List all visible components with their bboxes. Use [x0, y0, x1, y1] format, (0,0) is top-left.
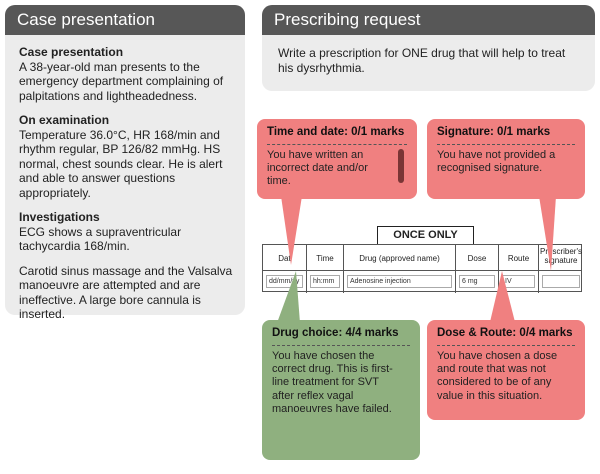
time-date-feedback: Time and date: 0/1 marks You have writte…: [257, 119, 417, 199]
drug-field[interactable]: Adenosine injection: [347, 275, 452, 288]
section-heading-investigations: Investigations: [19, 210, 100, 224]
time-column-header: Time: [316, 254, 334, 263]
signature-text: You have not provided a recognised signa…: [437, 149, 556, 175]
dose-route-text: You have chosen a dose and route that wa…: [437, 350, 558, 402]
signature-tail: [539, 196, 556, 271]
prescription-form: Dat dd/mm/yy Time hh:mm Drug (approved n…: [262, 244, 583, 293]
time-date-divider: [267, 144, 407, 145]
section-text-case: A 38-year-old man presents to the emerge…: [19, 59, 224, 103]
drug-column-header: Drug (approved name): [359, 254, 440, 263]
prescribing-request-header: Prescribing request: [262, 5, 595, 35]
route-column-header: Route: [507, 254, 530, 263]
dose-field[interactable]: 6 mg: [459, 275, 495, 288]
time-date-title: Time and date: 0/1 marks: [267, 126, 405, 138]
time-field[interactable]: hh:mm: [310, 275, 340, 288]
route-field[interactable]: IV: [502, 275, 535, 288]
case-presentation-header: Case presentation: [5, 5, 245, 35]
prescribing-request-text: Write a prescription for ONE drug that w…: [278, 46, 566, 75]
case-presentation-content: Case presentation A 38-year-old man pres…: [19, 45, 239, 332]
drug-choice-title: Drug choice: 4/4 marks: [272, 327, 399, 339]
form-row-divider: [263, 270, 581, 271]
drug-column: Drug (approved name) Adenosine injection: [344, 245, 456, 293]
signature-divider: [437, 144, 575, 145]
dose-route-feedback: Dose & Route: 0/4 marks You have chosen …: [427, 320, 585, 420]
time-column: Time hh:mm: [307, 245, 344, 293]
dose-column-header: Dose: [467, 254, 487, 263]
signature-column: Prescriber's signature: [539, 245, 583, 293]
time-date-text: You have written an incorrect date and/o…: [267, 149, 368, 188]
drug-choice-text: You have chosen the correct drug. This i…: [272, 350, 393, 415]
section-text-management: Carotid sinus massage and the Valsalva m…: [19, 263, 233, 322]
dose-route-title: Dose & Route: 0/4 marks: [437, 327, 573, 339]
time-date-tail: [281, 196, 302, 265]
signature-field[interactable]: [542, 275, 580, 288]
signature-column-header: Prescriber's signature: [540, 247, 582, 265]
section-heading-examination: On examination: [19, 113, 110, 127]
signature-title: Signature: 0/1 marks: [437, 126, 551, 138]
section-heading-case: Case presentation: [19, 45, 124, 59]
date-column-header: Dat: [278, 254, 291, 263]
dose-column: Dose 6 mg: [456, 245, 499, 293]
dose-route-tail: [490, 271, 515, 322]
dose-route-divider: [437, 345, 575, 346]
scrollbar-thumb[interactable]: [398, 149, 404, 183]
drug-choice-divider: [272, 345, 410, 346]
signature-feedback: Signature: 0/1 marks You have not provid…: [427, 119, 585, 199]
section-text-examination: Temperature 36.0°C, HR 168/min and rhyth…: [19, 127, 223, 200]
drug-choice-feedback: Drug choice: 4/4 marks You have chosen t…: [262, 320, 420, 460]
route-column: Route IV: [499, 245, 539, 293]
case-presentation-panel: [5, 5, 245, 315]
section-text-investigations: ECG shows a supraventricular tachycardia…: [19, 224, 182, 254]
drug-tail: [277, 271, 300, 323]
